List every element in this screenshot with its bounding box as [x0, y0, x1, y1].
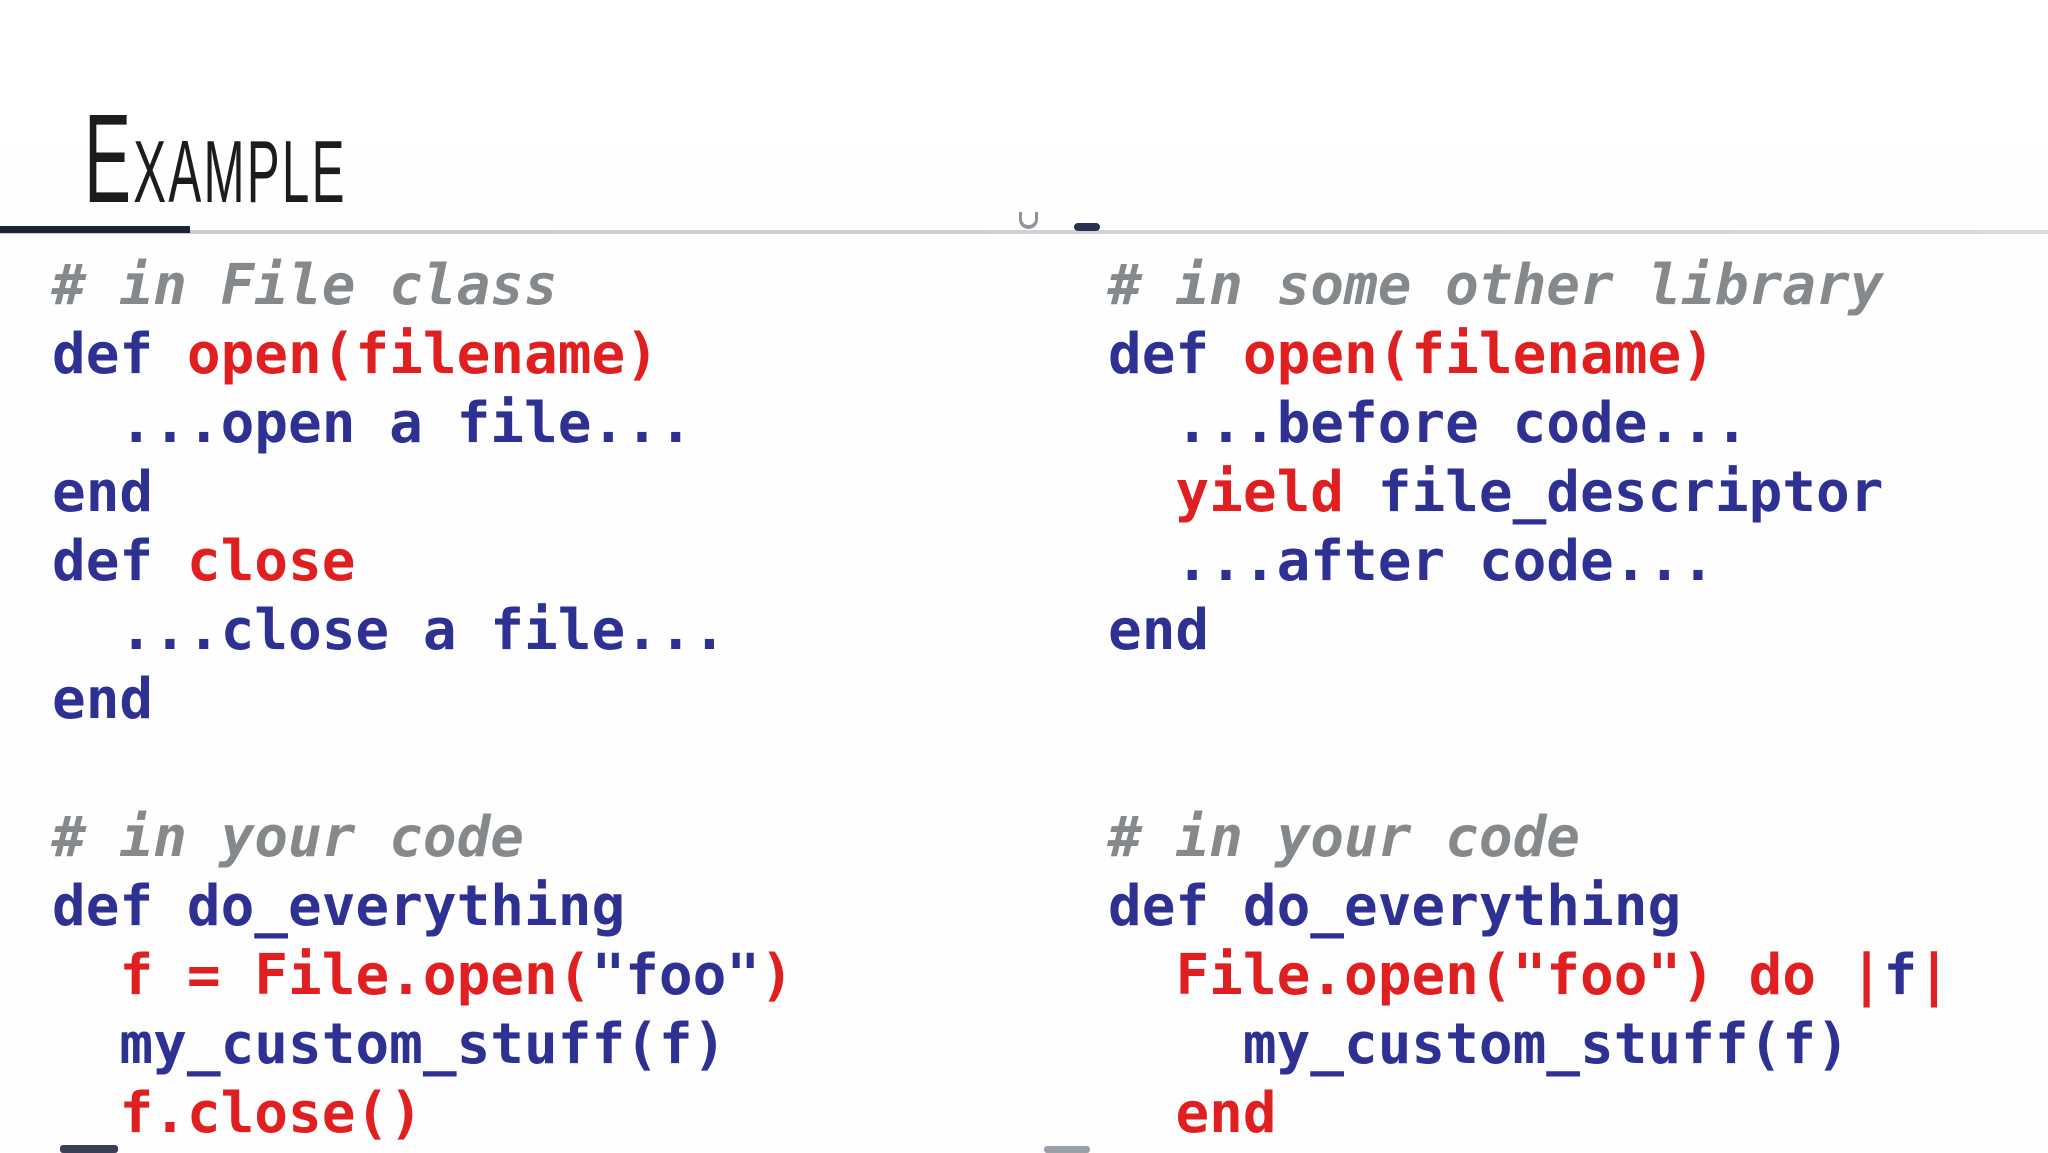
- code-line: f = File.open("foo"): [52, 941, 794, 1010]
- code-line: my_custom_stuff(f): [52, 1010, 794, 1079]
- code-line: # in File class: [52, 251, 794, 320]
- code-line: end: [1108, 1079, 1951, 1148]
- code-token-blue: def do_everything: [1108, 874, 1682, 939]
- code-line: ...open a file...: [52, 389, 794, 458]
- cropped-text-smudge-left: [60, 1145, 118, 1153]
- code-token-comment: # in your code: [1108, 805, 1581, 870]
- code-token-blue: end: [52, 667, 154, 732]
- title-rule-dark-segment: [0, 226, 190, 233]
- code-token-red: f = File.open(: [119, 943, 592, 1008]
- code-token-blue: ...after code...: [1108, 529, 1715, 594]
- code-token-blue: def: [1108, 322, 1243, 387]
- code-line: [1108, 665, 1951, 734]
- code-token-blue: def: [52, 529, 187, 594]
- code-token-red: end: [1175, 1081, 1277, 1146]
- code-line: # in some other library: [1108, 251, 1951, 320]
- code-line: [52, 734, 794, 803]
- code-line: File.open("foo") do |f|: [1108, 941, 1951, 1010]
- code-line: # in your code: [52, 803, 794, 872]
- code-token-red: open(filename): [186, 322, 659, 387]
- code-token-blue: def: [52, 322, 187, 387]
- code-token-blue: [1108, 943, 1175, 1008]
- code-token-blue: ...close a file...: [52, 598, 727, 663]
- code-token-blue: def do_everything: [52, 874, 626, 939]
- code-token-blue: file_descriptor: [1344, 460, 1884, 525]
- code-token-blue: "foo": [591, 943, 761, 1008]
- code-token-blue: ...open a file...: [52, 391, 693, 456]
- code-line: f.close(): [52, 1079, 794, 1148]
- cropped-text-artifact-curve: [1019, 212, 1038, 229]
- code-line: def do_everything: [1108, 872, 1951, 941]
- code-token-blue: my_custom_stuff(f): [1108, 1012, 1850, 1077]
- code-line: def open(filename): [52, 320, 794, 389]
- code-token-red: open(filename): [1242, 322, 1715, 387]
- code-token-blue: [1108, 460, 1175, 525]
- code-line: def close: [52, 527, 794, 596]
- code-line: def open(filename): [1108, 320, 1951, 389]
- code-line: ...after code...: [1108, 527, 1951, 596]
- code-line: ...close a file...: [52, 596, 794, 665]
- code-line: # in your code: [1108, 803, 1951, 872]
- code-token-blue: end: [52, 460, 154, 525]
- code-token-red: close: [186, 529, 356, 594]
- code-token-red: yield: [1175, 460, 1345, 525]
- code-line: def do_everything: [52, 872, 794, 941]
- code-token-blue: [52, 943, 119, 1008]
- code-line: end: [1108, 596, 1951, 665]
- code-token-red: |: [1917, 943, 1951, 1008]
- code-token-blue: [52, 1081, 119, 1146]
- code-token-red: File.open("foo") do |: [1175, 943, 1884, 1008]
- code-line: ...before code...: [1108, 389, 1951, 458]
- code-token-red: f.close(): [119, 1081, 423, 1146]
- code-token-comment: # in some other library: [1108, 253, 1884, 318]
- code-token-blue: f: [1883, 943, 1918, 1008]
- code-token-blue: ...before code...: [1108, 391, 1749, 456]
- code-token-comment: # in your code: [52, 805, 525, 870]
- code-token-blue: [1108, 1081, 1175, 1146]
- title-rule-light: [0, 230, 2048, 234]
- cropped-text-artifact-dash: [1074, 223, 1100, 231]
- slide-title: Example: [84, 88, 347, 229]
- code-token-comment: # in File class: [52, 253, 558, 318]
- code-line: [1108, 734, 1951, 803]
- cropped-text-smudge-right: [1044, 1146, 1090, 1153]
- code-line: end: [52, 665, 794, 734]
- code-line: yield file_descriptor: [1108, 458, 1951, 527]
- code-token-blue: my_custom_stuff(f): [52, 1012, 727, 1077]
- code-line: my_custom_stuff(f): [1108, 1010, 1951, 1079]
- code-token-blue: end: [1108, 598, 1210, 663]
- code-token-red: ): [760, 943, 794, 1008]
- code-line: end: [52, 458, 794, 527]
